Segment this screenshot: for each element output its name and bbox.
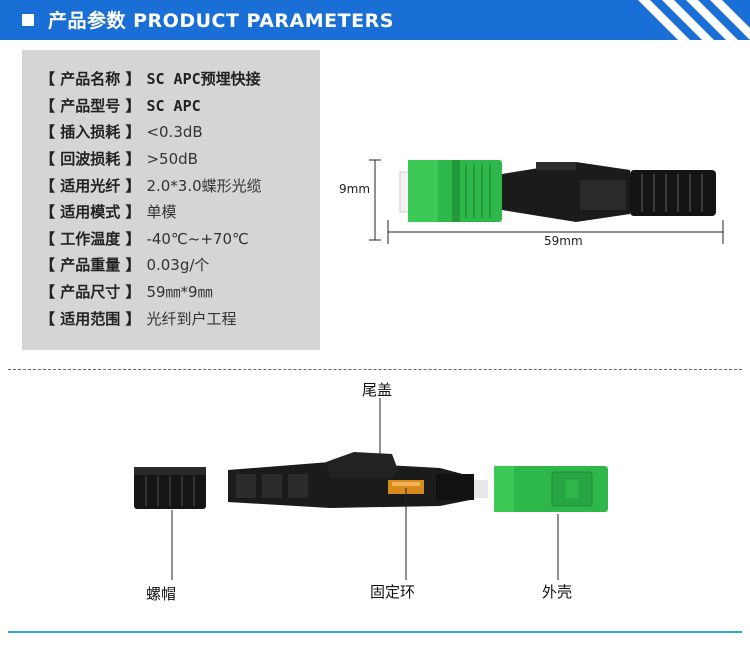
spec-label: 【 插入损耗 】 <box>40 123 141 142</box>
main-body-part <box>228 452 488 508</box>
spec-row: 【 插入损耗 】 <0.3dB <box>40 119 262 146</box>
spec-value: 单模 <box>146 203 177 222</box>
spec-row: 【 工作温度 】 -40℃~+70℃ <box>40 226 262 253</box>
dashed-divider <box>8 369 742 370</box>
spec-row: 【 产品型号 】 SC APC <box>40 93 262 120</box>
spec-label: 【 适用范围 】 <box>40 309 141 328</box>
fixing-ring-label: 固定环 <box>370 583 416 601</box>
spec-label: 【 回波损耗 】 <box>40 150 141 169</box>
spec-label: 【 产品尺寸 】 <box>40 283 141 302</box>
diagonal-stripes-decoration <box>638 0 750 40</box>
spec-value: 59㎜*9㎜ <box>146 283 213 302</box>
spec-value: SC APC <box>146 96 201 115</box>
spec-row: 【 适用光纤 】 2.0*3.0蝶形光缆 <box>40 172 262 199</box>
spec-row: 【 适用模式 】单模 <box>40 199 262 226</box>
screw-cap-label: 螺帽 <box>146 585 177 603</box>
spec-label: 【 产品型号 】 <box>40 96 141 115</box>
spec-label: 【 工作温度 】 <box>40 229 141 248</box>
dimension-drawing <box>369 159 724 244</box>
spec-value: -40℃~+70℃ <box>146 229 249 248</box>
spec-row: 【 回波损耗 】 >50dB <box>40 146 262 173</box>
height-dimension-label: 9mm <box>339 182 371 196</box>
spec-row: 【 适用范围 】光纤到户工程 <box>40 305 262 332</box>
spec-value: SC APC预埋快接 <box>146 70 261 89</box>
spec-label: 【 适用光纤 】 <box>40 176 141 195</box>
connector-photo <box>399 160 716 222</box>
spec-row: 【 产品重量 】 0.03g/个 <box>40 252 262 279</box>
square-bullet-icon <box>22 14 34 26</box>
header-banner: 产品参数 PRODUCT PARAMETERS <box>0 0 750 40</box>
spec-value: >50dB <box>146 150 198 169</box>
spec-label: 【 产品重量 】 <box>40 256 141 275</box>
bottom-divider <box>8 631 742 633</box>
spec-value: 0.03g/个 <box>146 256 210 275</box>
spec-panel: 【 产品名称 】 SC APC预埋快接【 产品型号 】 SC APC 【 插入损耗 】… <box>22 50 320 350</box>
spec-list: 【 产品名称 】 SC APC预埋快接【 产品型号 】 SC APC 【 插入损耗 】… <box>40 66 262 332</box>
length-dimension-label: 59mm <box>544 234 583 248</box>
exploded-view <box>134 398 608 580</box>
spec-row: 【 产品尺寸 】 59㎜*9㎜ <box>40 279 262 306</box>
housing-part <box>494 466 608 512</box>
spec-label: 【 产品名称 】 <box>40 70 141 89</box>
page-title: 产品参数 PRODUCT PARAMETERS <box>48 10 394 32</box>
screw-cap-part <box>134 467 206 509</box>
spec-label: 【 适用模式 】 <box>40 203 141 222</box>
tail-cover-label: 尾盖 <box>362 381 393 399</box>
spec-value: 2.0*3.0蝶形光缆 <box>146 176 262 195</box>
spec-value: <0.3dB <box>146 123 203 142</box>
housing-label: 外壳 <box>542 583 573 601</box>
spec-value: 光纤到户工程 <box>146 309 237 328</box>
spec-row: 【 产品名称 】 SC APC预埋快接 <box>40 66 262 93</box>
